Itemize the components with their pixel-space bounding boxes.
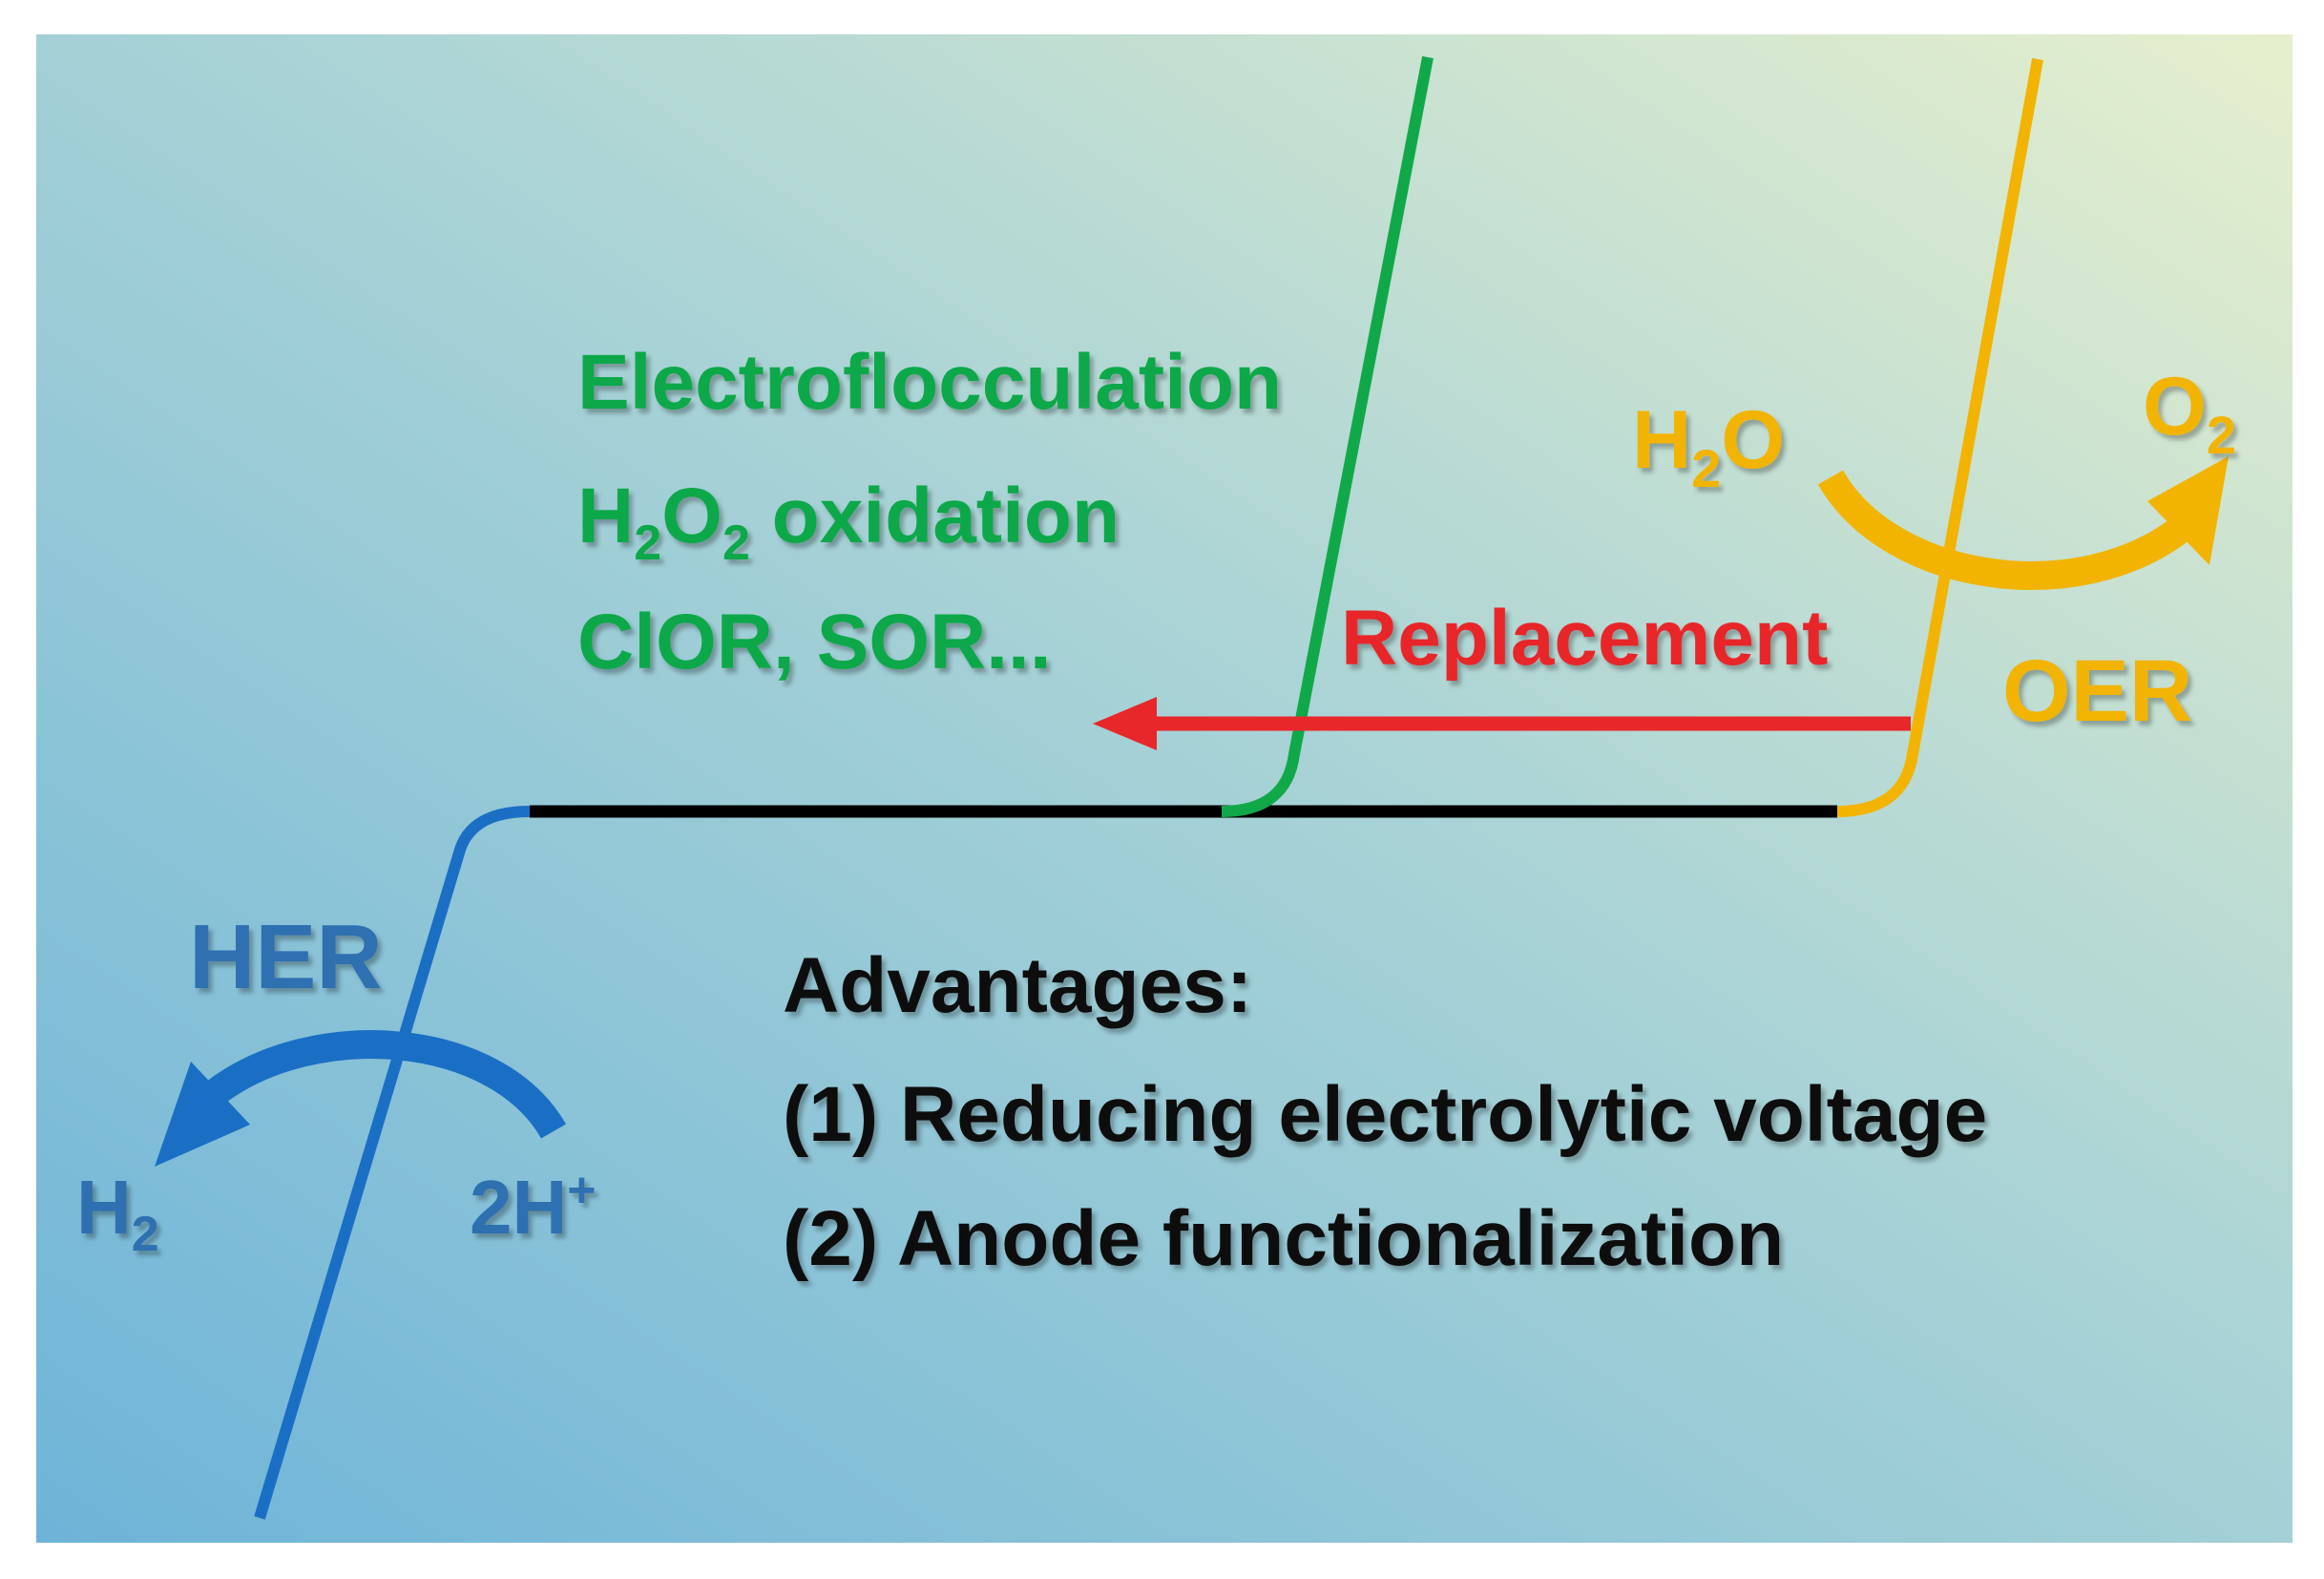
alternative-anode-curve <box>1221 55 1434 817</box>
oer-reactant-h2o: H2O <box>1632 394 1785 498</box>
oer-product-o2: O2 <box>2143 361 2236 465</box>
advantage-item-1: (1) Reducing electrolytic voltage <box>783 1071 1987 1158</box>
alternative-h2o2-oxidation: H2O2 oxidation <box>577 473 1120 571</box>
alternative-clor-sor: ClOR, SOR... <box>577 599 1052 685</box>
her-curved-arrow-head <box>155 1062 250 1167</box>
oer-curved-arrow <box>1817 470 2195 590</box>
her-reactant-2h-plus: 2H+ <box>470 1163 597 1250</box>
oer-polarization-curve <box>1836 57 2043 817</box>
her-product-h2: H2 <box>76 1165 159 1262</box>
her-label: HER <box>189 906 383 1008</box>
oer-curved-arrow-head <box>2147 456 2229 565</box>
background-panel <box>36 34 2293 1543</box>
replacement-label: Replacement <box>1341 595 1828 682</box>
her-curved-arrow <box>205 1030 567 1139</box>
replacement-arrow-head <box>1093 697 1157 750</box>
alternative-electroflocculation: Electroflocculation <box>577 339 1282 426</box>
advantage-item-2: (2) Anode functionalization <box>783 1195 1784 1282</box>
oer-label: OER <box>2002 642 2192 740</box>
advantages-title: Advantages: <box>783 942 1252 1029</box>
her-polarization-curve <box>254 806 531 1520</box>
